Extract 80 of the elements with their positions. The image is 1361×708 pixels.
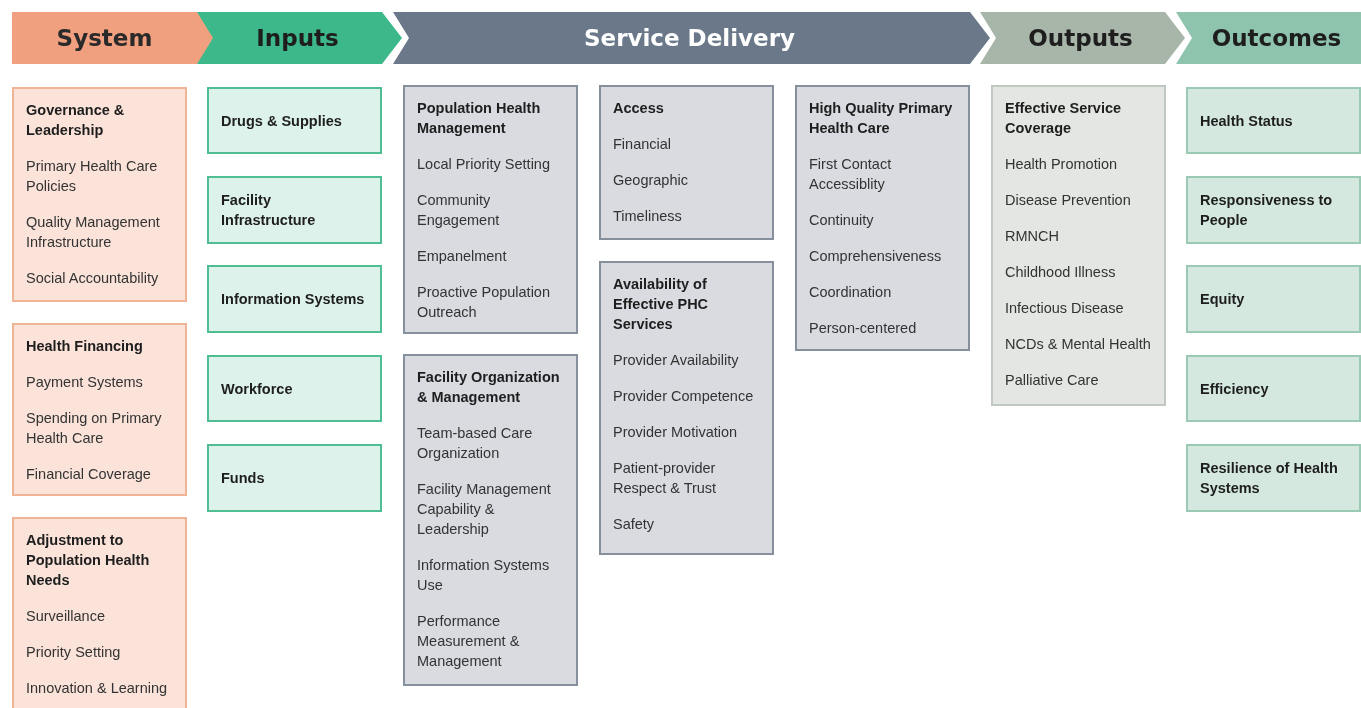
list-item: Coordination: [809, 283, 893, 302]
list-item: Innovation & Learning: [26, 679, 169, 698]
column-heading: Inputs: [255, 25, 340, 51]
list-item: Provider Motivation: [613, 423, 739, 442]
category-card: [12, 323, 187, 496]
list-item: Timeliness: [613, 207, 683, 226]
category-card: [403, 85, 578, 334]
card-heading: Information Systems: [221, 290, 366, 309]
category-card: [795, 85, 970, 351]
list-item: Local Priority Setting: [417, 155, 551, 174]
list-item: Patient-provider Respect & Trust: [613, 459, 718, 498]
list-item: Proactive Population Outreach: [417, 283, 551, 322]
card-heading: Responsiveness to People: [1200, 191, 1334, 230]
card-heading: Effective Service Coverage: [1005, 99, 1123, 138]
list-item: Person-centered: [809, 319, 918, 338]
card-heading: Population Health Management: [417, 99, 542, 138]
list-item: Geographic: [613, 171, 689, 190]
list-item: Primary Health Care Policies: [26, 157, 159, 196]
list-item: Quality Management Infrastructure: [26, 213, 161, 252]
card-heading: High Quality Primary Health Care: [809, 99, 954, 138]
card-heading: Workforce: [221, 379, 294, 399]
category-card: [403, 354, 578, 686]
card-heading: Funds: [221, 469, 266, 488]
category-card: [1186, 176, 1361, 244]
list-item: Infectious Disease: [1005, 299, 1125, 318]
category-card: [1186, 355, 1361, 422]
list-item: Priority Setting: [26, 643, 122, 662]
list-item: Safety: [613, 515, 656, 534]
column-heading: System: [55, 25, 154, 51]
list-item: Financial: [613, 135, 673, 154]
list-item: Social Accountability: [26, 269, 160, 288]
list-item: Payment Systems: [26, 373, 144, 392]
list-item: Continuity: [809, 211, 875, 230]
category-card: [991, 85, 1166, 406]
category-card: [207, 87, 382, 154]
card-heading: Adjustment to Population Health Needs: [26, 531, 151, 590]
card-heading: Health Status: [1200, 111, 1294, 131]
card-heading: Facility Infrastructure: [221, 191, 317, 230]
list-item: Team-based Care Organization: [417, 424, 534, 463]
card-heading: Resilience of Health Systems: [1200, 459, 1339, 498]
card-heading: Governance & Leadership: [26, 101, 126, 140]
category-card: [1186, 444, 1361, 512]
list-item: Surveillance: [26, 607, 106, 626]
list-item: Childhood Illness: [1005, 263, 1117, 282]
list-item: Performance Measurement & Management: [417, 612, 521, 671]
category-card: [207, 176, 382, 244]
list-item: Provider Competence: [613, 387, 755, 406]
card-heading: Facility Organization & Management: [417, 368, 561, 407]
category-card: [1186, 87, 1361, 154]
column-heading: Outcomes: [1210, 25, 1343, 51]
category-card: [599, 85, 774, 240]
category-card: [207, 444, 382, 512]
card-heading: Efficiency: [1200, 379, 1270, 399]
list-item: Comprehensiveness: [809, 247, 943, 266]
list-item: Health Promotion: [1005, 155, 1119, 174]
card-heading: Equity: [1200, 290, 1246, 309]
list-item: RMNCH: [1005, 227, 1060, 246]
list-item: Community Engagement: [417, 191, 501, 230]
card-heading: Access: [613, 99, 665, 118]
category-card: [599, 261, 774, 555]
list-item: Financial Coverage: [26, 465, 152, 484]
category-card: [12, 87, 187, 302]
category-card: [207, 265, 382, 333]
list-item: Spending on Primary Health Care: [26, 409, 163, 448]
list-item: Disease Prevention: [1005, 191, 1132, 210]
list-item: Provider Availability: [613, 351, 740, 370]
list-item: Palliative Care: [1005, 371, 1100, 390]
card-heading: Availability of Effective PHC Services: [613, 275, 710, 334]
list-item: NCDs & Mental Health: [1005, 335, 1152, 354]
column-heading: Service Delivery: [583, 25, 796, 51]
category-card: [12, 517, 187, 708]
card-heading: Drugs & Supplies: [221, 111, 343, 131]
column-heading: Outputs: [1027, 25, 1134, 51]
list-item: Empanelment: [417, 247, 508, 266]
card-heading: Health Financing: [26, 337, 144, 356]
list-item: Information Systems Use: [417, 556, 551, 595]
list-item: Facility Management Capability & Leadership: [417, 480, 552, 539]
category-card: [1186, 265, 1361, 333]
category-card: [207, 355, 382, 422]
list-item: First Contact Accessiblity: [809, 155, 893, 194]
